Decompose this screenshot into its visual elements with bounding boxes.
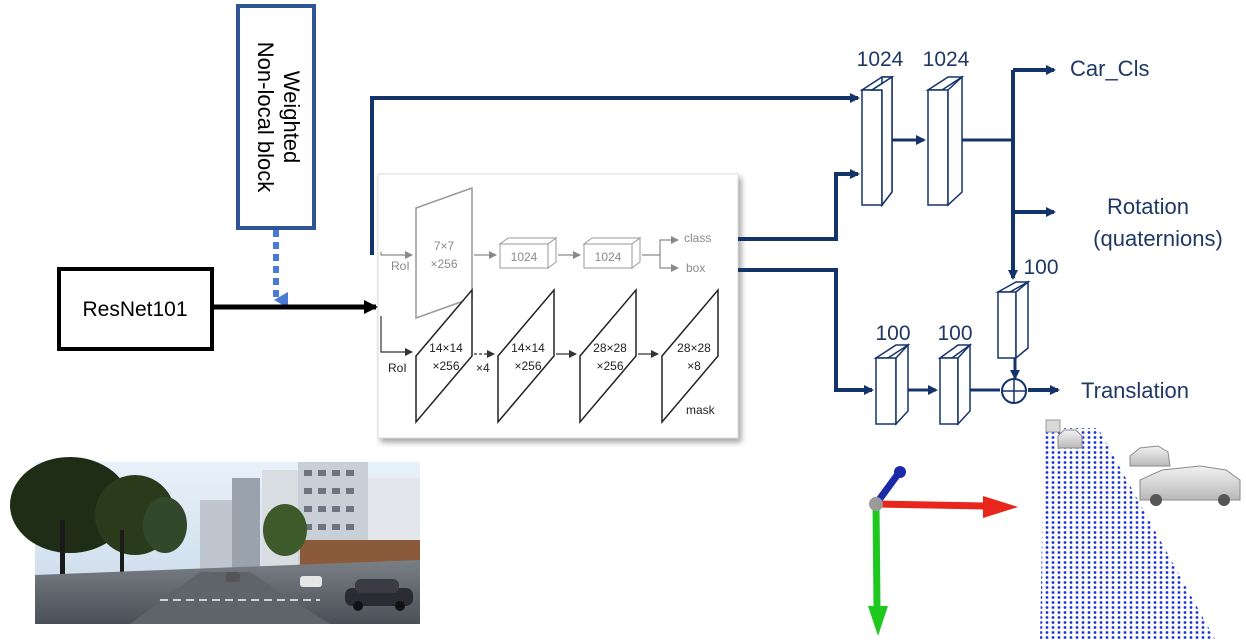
svg-text:28×28: 28×28 (677, 341, 711, 355)
axes-3d (868, 466, 1018, 636)
fc-bottom-1-label: 100 (875, 322, 910, 345)
point-cloud-scene (1040, 419, 1241, 641)
feat-top-line1: 7×7 (434, 239, 455, 253)
car-model-mid (1129, 445, 1171, 467)
weighted-block-line2: Non-local block (253, 42, 278, 193)
street-photo (10, 457, 420, 624)
fc-top-1-label: 1024 (857, 48, 904, 71)
connectors (370, 65, 1060, 395)
class-label: class (684, 231, 711, 245)
output-car-cls: Car_Cls (1070, 56, 1149, 81)
mask-fc1: 1024 (498, 237, 558, 269)
svg-text:1024: 1024 (595, 250, 622, 264)
fc-bottom-1 (873, 343, 911, 426)
weighted-block-line1: Weighted (279, 71, 304, 164)
output-rotation-line1: Rotation (1107, 194, 1189, 219)
fc-top-2 (925, 75, 965, 207)
fc-side (995, 280, 1031, 360)
fc-bottom-2-label: 100 (937, 322, 972, 345)
resnet-box: ResNet101 (57, 267, 214, 351)
car-model-near (1139, 465, 1241, 506)
svg-text:×256: ×256 (514, 359, 541, 373)
output-rotation-line2: (quaternions) (1093, 226, 1223, 251)
fc-top-1 (859, 75, 895, 208)
box-label: box (686, 261, 705, 275)
fc-top-2-label: 1024 (923, 48, 970, 71)
mask-fc2: 1024 (582, 237, 642, 269)
fc-side-label: 100 (1023, 256, 1058, 279)
roi-bottom: RoI (388, 361, 407, 375)
car-model-far (1045, 419, 1083, 449)
weighted-nonlocal-block: Weighted Non-local block (236, 4, 316, 230)
fc-bottom-2 (937, 343, 973, 426)
svg-text:14×14: 14×14 (511, 341, 545, 355)
feat-top-line2: ×256 (430, 257, 457, 271)
svg-text:14×14: 14×14 (429, 341, 463, 355)
mask-rcnn-panel: RoI 7×7 ×256 1024 1024 class box RoI 14×… (377, 173, 739, 439)
output-translation: Translation (1081, 378, 1189, 403)
svg-text:1024: 1024 (511, 250, 538, 264)
sum-node (1001, 378, 1027, 404)
svg-text:28×28: 28×28 (593, 341, 627, 355)
times4-label: ×4 (476, 361, 490, 375)
svg-text:×8: ×8 (687, 359, 701, 373)
resnet-label: ResNet101 (82, 298, 187, 321)
svg-text:×256: ×256 (432, 359, 459, 373)
roi-top: RoI (391, 259, 410, 273)
svg-text:×256: ×256 (596, 359, 623, 373)
mask-label: mask (686, 403, 716, 417)
